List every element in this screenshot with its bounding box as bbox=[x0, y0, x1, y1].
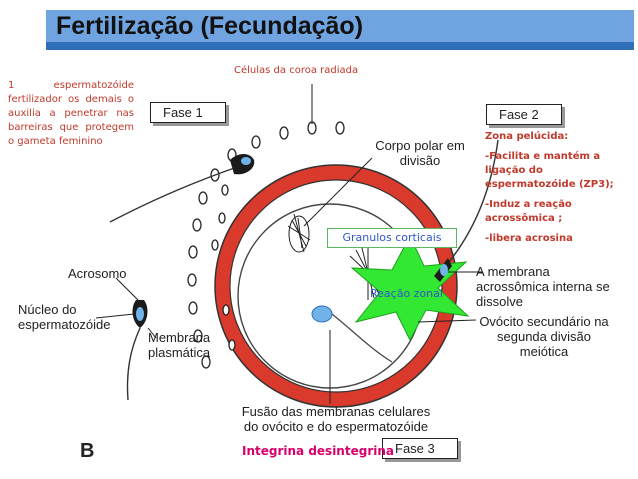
note-integrina: Integrina desintegrina bbox=[242, 444, 394, 458]
zona-reaction-star bbox=[350, 234, 470, 342]
note-coroa-radiada: Células da coroa radiada bbox=[234, 65, 359, 76]
fusing-sperm bbox=[311, 305, 393, 363]
slide-title: Fertilização (Fecundação) bbox=[56, 12, 364, 40]
label-acrosomo: Acrosomo bbox=[68, 266, 127, 281]
pointer-acrosomo bbox=[115, 277, 139, 301]
zona-item: -Facilita e mantém a ligação do espermat… bbox=[485, 151, 614, 190]
sperm-fase2 bbox=[434, 139, 499, 282]
figure-letter: B bbox=[80, 440, 95, 462]
label-corpo-polar: Corpo polar em divisão bbox=[375, 138, 465, 168]
note-granulos-corticais: Granulos corticais bbox=[327, 228, 457, 248]
fase1-box: Fase 1 bbox=[150, 102, 226, 123]
corona-cell bbox=[193, 329, 203, 343]
pointer-ovocito bbox=[417, 319, 477, 323]
corona-cell bbox=[192, 218, 202, 232]
sperm-free bbox=[126, 300, 148, 401]
zona-title: Zona pelúcida: bbox=[485, 131, 569, 142]
label-membrana-plasmatica: Membrana plasmática bbox=[148, 330, 211, 360]
title-bar bbox=[46, 10, 634, 50]
note-zona-pelucida: Zona pelúcida: -Facilita e mantém a liga… bbox=[485, 130, 625, 252]
corona-cell bbox=[335, 121, 345, 135]
corona-cell bbox=[188, 301, 198, 315]
corona-cell bbox=[211, 239, 219, 251]
label-ovocito: Ovócito secundário na segunda divisão me… bbox=[479, 314, 609, 359]
corona-cell bbox=[251, 135, 261, 149]
zona-item: -libera acrosina bbox=[485, 233, 573, 244]
corona-cell bbox=[221, 184, 229, 196]
corona-cell bbox=[201, 355, 211, 369]
zona-item: -Induz a reação acrossômica ; bbox=[485, 199, 572, 224]
corona-cell bbox=[188, 245, 198, 259]
label-membrana-acrossomica: A membrana acrossômica interna se dissol… bbox=[476, 264, 610, 309]
sperm-fase1 bbox=[109, 154, 255, 223]
corona-cell bbox=[187, 273, 197, 287]
label-nucleo: Núcleo do espermatozóide bbox=[18, 302, 111, 332]
fase2-box: Fase 2 bbox=[486, 104, 562, 125]
pointer-corpo-polar bbox=[303, 157, 373, 227]
pointer-membrana bbox=[147, 327, 157, 339]
pointer-nucleo bbox=[95, 313, 135, 319]
label-fusao: Fusão das membranas celulares do ovócito… bbox=[241, 404, 431, 434]
corona-cell bbox=[228, 339, 236, 351]
corona-cell bbox=[198, 191, 208, 205]
corona-cell bbox=[218, 212, 226, 224]
note-espermatozoide-fertilizador: 1 espermatozóide fertilizador os demais … bbox=[8, 80, 134, 147]
corona-cell bbox=[222, 304, 230, 316]
title-bar-shade bbox=[46, 42, 634, 50]
fase3-box: Fase 3 bbox=[382, 438, 458, 459]
polar-body-spindle bbox=[287, 213, 311, 253]
corona-cell bbox=[279, 126, 289, 140]
note-reacao-zonal: Reação zonal bbox=[370, 287, 443, 300]
